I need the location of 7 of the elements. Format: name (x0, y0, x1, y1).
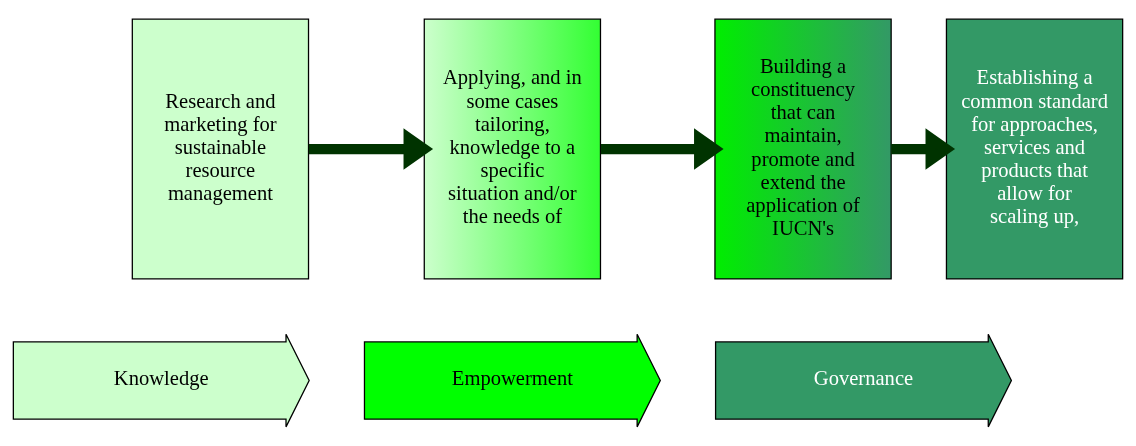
node-box: Building a constituency that can maintain, promote and extend the application of IUCN's (714, 18, 892, 280)
node-box: Applying, and in some cases tailoring, knowledge to a specific situation and/or the needs of (423, 18, 602, 280)
node-box: Research and marketing for sustainable resource management (131, 18, 310, 280)
node-box: Establishing a common standard for approaches, services and products that allow for scaling up, (945, 18, 1124, 280)
arrow (308, 128, 434, 170)
arrow (891, 128, 956, 170)
arrow (600, 128, 724, 170)
